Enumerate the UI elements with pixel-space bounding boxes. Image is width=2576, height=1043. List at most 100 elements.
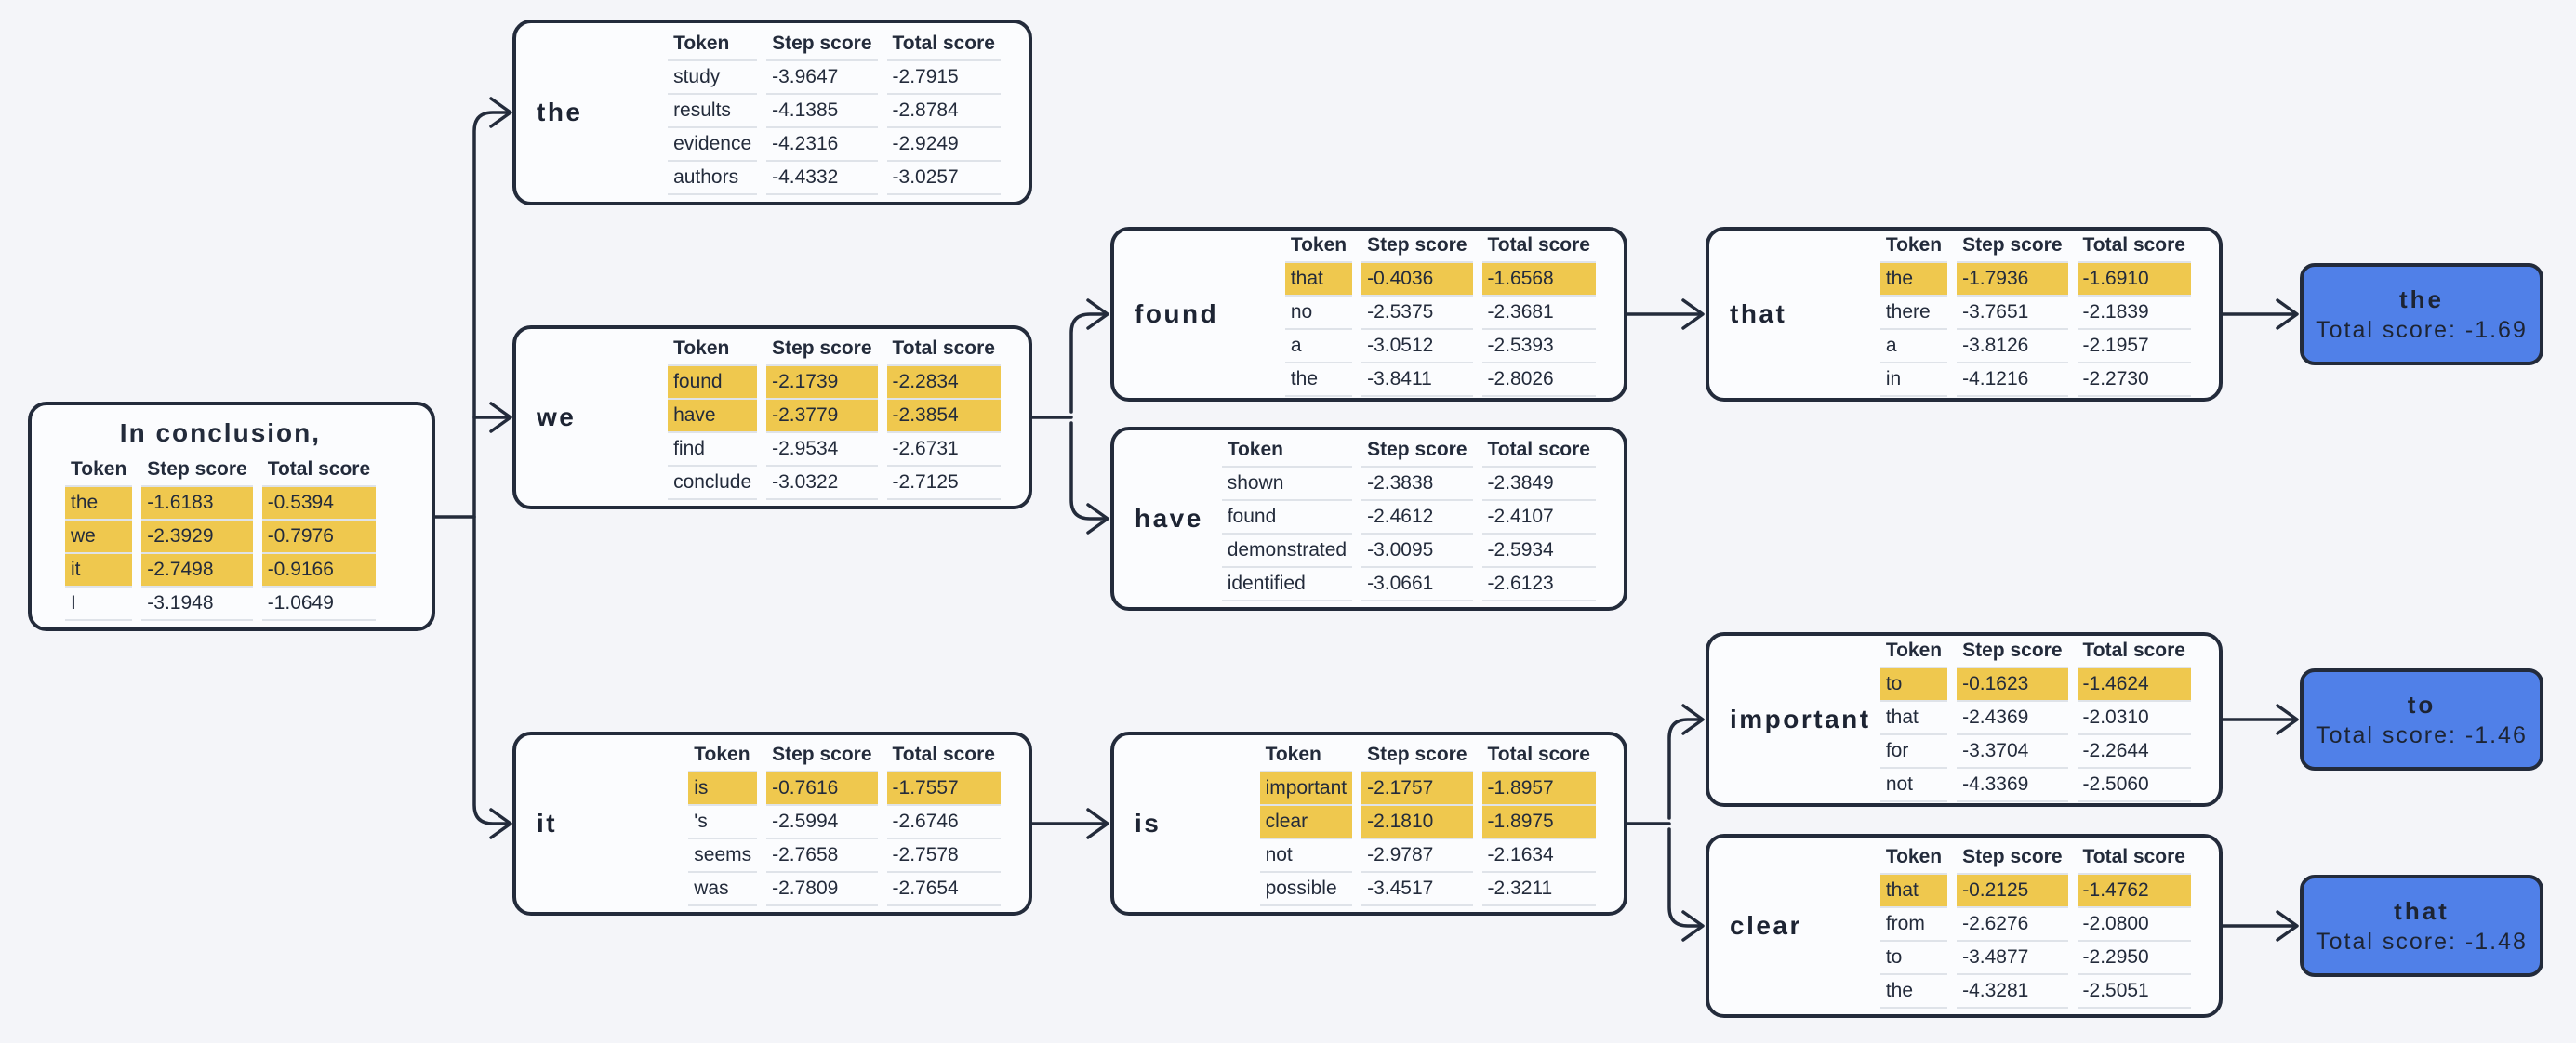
table-row: it-2.7498-0.9166	[65, 553, 377, 588]
step-score-cell: -2.5375	[1361, 297, 1473, 330]
node-root: In conclusion, Token Step score Total sc…	[28, 402, 435, 631]
token-column-header: Token	[1221, 436, 1353, 468]
table-row: seems-2.7658-2.7578	[688, 839, 1001, 873]
total-score-column-header: Total score	[886, 335, 1001, 366]
table-header-row: Token Step score Total score	[1879, 637, 2191, 668]
total-score-cell: -2.0800	[2077, 908, 2191, 942]
table-row: find-2.9534-2.6731	[668, 433, 1001, 467]
arrowhead-found	[1086, 298, 1109, 330]
total-score-cell: -2.1634	[1481, 839, 1596, 873]
step-score-cell: -2.4612	[1361, 501, 1473, 535]
token-cell: that	[1879, 702, 1948, 735]
table-row: that-0.4036-1.6568	[1284, 263, 1596, 297]
step-score-cell: -2.4369	[1957, 702, 2068, 735]
token-cell: the	[1284, 363, 1353, 397]
final-beam-that: that Total score: -1.48	[2300, 875, 2543, 977]
total-score-cell: -1.8957	[1481, 772, 1596, 806]
table-row: results-4.1385-2.8784	[668, 95, 1001, 128]
token-column-header: Token	[668, 335, 758, 366]
total-score-cell: -0.5394	[261, 486, 377, 521]
scores-table: Token Step score Total score shown-2.383…	[1213, 436, 1605, 601]
token-cell: not	[1879, 769, 1948, 802]
table-row: we-2.3929-0.7976	[65, 520, 377, 554]
total-score-cell: -2.2834	[886, 366, 1001, 400]
total-score-cell: -2.5934	[1481, 535, 1596, 568]
step-score-cell: -3.7651	[1957, 297, 2068, 330]
total-score-cell: -1.7557	[886, 772, 1001, 806]
node-found: found Token Step score Total score that-…	[1110, 227, 1627, 402]
table-row: identified-3.0661-2.6123	[1221, 568, 1596, 601]
step-score-cell: -0.2125	[1957, 875, 2068, 908]
arrowhead-it	[489, 808, 512, 839]
token-cell: the	[65, 486, 133, 521]
token-cell: a	[1879, 330, 1948, 363]
total-score-cell: -1.6568	[1481, 263, 1596, 297]
step-score-cell: -3.4517	[1361, 873, 1473, 906]
token-cell: found	[668, 366, 758, 400]
connector-is-clear	[1667, 827, 1704, 928]
final-total-score: Total score: -1.69	[2316, 316, 2528, 343]
node-label: important	[1730, 705, 1871, 733]
table-header-row: Token Step score Total score	[65, 455, 377, 487]
table-header-row: Token Step score Total score	[1259, 741, 1596, 772]
token-cell: conclude	[668, 467, 758, 500]
connector-root-trunk	[472, 111, 511, 825]
final-total-score: Total score: -1.48	[2316, 928, 2528, 955]
token-cell: in	[1879, 363, 1948, 397]
step-score-column-header: Step score	[766, 335, 878, 366]
total-score-cell: -2.5051	[2077, 975, 2191, 1009]
step-score-cell: -3.4877	[1957, 942, 2068, 975]
table-row: in-4.1216-2.2730	[1879, 363, 2191, 397]
table-row: found-2.4612-2.4107	[1221, 501, 1596, 535]
token-cell: study	[668, 61, 758, 95]
final-token-label: the	[2399, 284, 2444, 313]
step-score-cell: -0.7616	[766, 772, 878, 806]
step-score-cell: -2.1757	[1361, 772, 1473, 806]
total-score-cell: -0.9166	[261, 553, 377, 588]
total-score-column-header: Total score	[886, 741, 1001, 772]
table-row: not-2.9787-2.1634	[1259, 839, 1596, 873]
token-cell: that	[1879, 875, 1948, 908]
total-score-cell: -1.6910	[2077, 263, 2191, 297]
arrowhead-clear	[1681, 910, 1705, 942]
table-row: there-3.7651-2.1839	[1879, 297, 2191, 330]
token-cell: we	[65, 520, 133, 554]
arrowhead-important	[1681, 704, 1705, 735]
connector-we-found	[1069, 312, 1109, 414]
table-row: was-2.7809-2.7654	[688, 873, 1001, 906]
table-row: the-1.6183-0.5394	[65, 486, 377, 521]
table-row: have-2.3779-2.3854	[668, 400, 1001, 433]
step-score-column-header: Step score	[766, 30, 878, 61]
total-score-cell: -2.6746	[886, 806, 1001, 839]
scores-table: Token Step score Total score found-2.173…	[658, 335, 1010, 500]
table-header-row: Token Step score Total score	[1879, 231, 2191, 263]
total-score-cell: -2.8026	[1481, 363, 1596, 397]
node-label: that	[1730, 299, 1787, 328]
table-row: evidence-4.2316-2.9249	[668, 128, 1001, 162]
node-label: have	[1135, 504, 1203, 533]
token-column-header: Token	[1284, 231, 1353, 263]
token-cell: find	[668, 433, 758, 467]
token-cell: from	[1879, 908, 1948, 942]
total-score-column-header: Total score	[1481, 231, 1596, 263]
step-score-cell: -0.1623	[1957, 668, 2068, 702]
token-cell: is	[688, 772, 758, 806]
total-score-cell: -2.7915	[886, 61, 1001, 95]
arrowhead-final-the	[2276, 298, 2299, 330]
token-cell: possible	[1259, 873, 1353, 906]
arrowhead-final-to	[2276, 704, 2299, 735]
node-label: the	[537, 98, 583, 126]
total-score-column-header: Total score	[886, 30, 1001, 61]
step-score-column-header: Step score	[1361, 741, 1473, 772]
token-cell: I	[65, 588, 133, 621]
scores-table: Token Step score Total score that -0.2125…	[1871, 843, 2200, 1009]
token-cell: have	[668, 400, 758, 433]
token-cell: that	[1284, 263, 1353, 297]
step-score-column-header: Step score	[1361, 231, 1473, 263]
total-score-cell: -2.3681	[1481, 297, 1596, 330]
node-that: that Token Step score Total score the-1.…	[1706, 227, 2223, 402]
table-header-row: Token Step score Total score	[1879, 843, 2191, 875]
total-score-column-header: Total score	[2077, 231, 2191, 263]
table-row: study-3.9647-2.7915	[668, 61, 1001, 95]
token-cell: found	[1221, 501, 1353, 535]
